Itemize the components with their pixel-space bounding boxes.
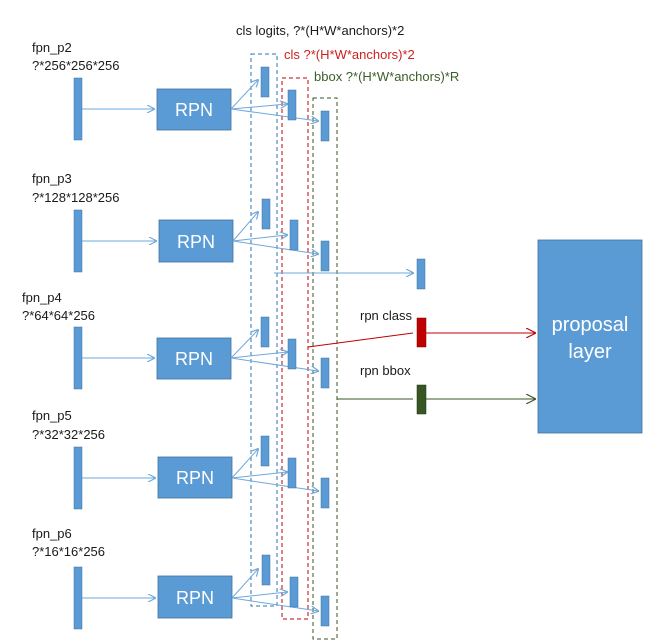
cls-bar xyxy=(289,576,299,608)
rpn-label: RPN xyxy=(176,588,214,608)
rpn-to-cls-arrow xyxy=(231,592,287,599)
level-shape: ?*256*256*256 xyxy=(32,58,119,73)
level-fpn-p3: fpn_p3 ?*128*128*256 RPN xyxy=(32,171,330,273)
feature-map-bar xyxy=(73,209,83,273)
level-shape: ?*128*128*256 xyxy=(32,190,119,205)
proposal-layer-block xyxy=(537,239,643,434)
cls-logits-bar xyxy=(260,435,270,467)
rpn-bbox-bar xyxy=(416,384,427,415)
cls-logits-bar xyxy=(261,554,271,586)
rpn-to-bbox-arrow xyxy=(230,357,318,371)
bbox-bar xyxy=(320,595,330,627)
proposal-label-line2: layer xyxy=(568,341,612,363)
level-shape: ?*64*64*256 xyxy=(22,308,95,323)
rpn-to-logits-arrow xyxy=(230,80,258,110)
level-fpn-p5: fpn_p5 ?*32*32*256 RPN xyxy=(32,408,330,510)
level-fpn-p2: fpn_p2 ?*256*256*256 RPN xyxy=(32,40,330,142)
feature-map-bar xyxy=(73,566,83,630)
cls-logits-bar xyxy=(261,198,271,230)
rpn-to-cls-arrow xyxy=(230,352,287,359)
cls-bar xyxy=(289,219,299,251)
rpn-to-logits-arrow xyxy=(231,449,258,479)
rpn-to-logits-arrow xyxy=(232,212,258,242)
bbox-label: bbox ?*(H*W*anchors)*R xyxy=(314,69,459,84)
rpn-block xyxy=(157,456,233,499)
proposal-label-line1: proposal xyxy=(552,314,629,336)
cls-bar xyxy=(287,89,297,121)
bbox-bar xyxy=(320,240,330,272)
rpn-label: RPN xyxy=(175,100,213,120)
level-shape: ?*16*16*256 xyxy=(32,544,105,559)
feature-map-bar xyxy=(73,326,83,390)
rpn-to-bbox-arrow xyxy=(231,597,318,611)
rpn-to-cls-arrow xyxy=(232,235,287,242)
cls-logits-bar xyxy=(260,316,270,348)
rpn-label: RPN xyxy=(175,349,213,369)
rpn-to-bbox-arrow xyxy=(230,108,318,121)
cls-logits-label: cls logits, ?*(H*W*anchors)*2 xyxy=(236,23,404,38)
cls-to-rpn-class-line xyxy=(307,332,414,348)
level-shape: ?*32*32*256 xyxy=(32,427,105,442)
rpn-block xyxy=(157,575,233,619)
cls-bar xyxy=(287,457,297,489)
rpn-class-bar xyxy=(416,317,427,348)
rpn-block xyxy=(158,219,234,263)
level-name: fpn_p6 xyxy=(32,526,72,541)
rpn-to-cls-arrow xyxy=(230,104,287,110)
bbox-group-box xyxy=(312,97,338,640)
rpn-to-bbox-arrow xyxy=(232,240,318,254)
level-fpn-p4: fpn_p4 ?*64*64*256 RPN xyxy=(22,290,330,390)
rpn-label: RPN xyxy=(176,468,214,488)
cls-bar xyxy=(287,338,297,370)
rpn-class-label: rpn class xyxy=(360,308,413,323)
rpn-block xyxy=(156,337,232,380)
cls-label: cls ?*(H*W*anchors)*2 xyxy=(284,47,415,62)
level-name: fpn_p2 xyxy=(32,40,72,55)
feature-map-bar xyxy=(73,446,83,510)
rpn-to-logits-arrow xyxy=(231,569,258,599)
rpn-label: RPN xyxy=(177,232,215,252)
bbox-bar xyxy=(320,357,330,389)
level-name: fpn_p3 xyxy=(32,171,72,186)
rpn-bbox-label: rpn bbox xyxy=(360,363,411,378)
level-fpn-p6: fpn_p6 ?*16*16*256 RPN xyxy=(32,526,330,630)
rpn-to-logits-arrow xyxy=(230,330,258,359)
bbox-bar xyxy=(320,477,330,509)
rpn-to-bbox-arrow xyxy=(231,477,318,491)
level-name: fpn_p5 xyxy=(32,408,72,423)
rpn-block xyxy=(156,88,232,131)
concat-bar xyxy=(416,258,426,290)
bbox-bar xyxy=(320,110,330,142)
cls-logits-bar xyxy=(260,66,270,98)
cls-logits-group-box xyxy=(250,53,278,607)
rpn-to-cls-arrow xyxy=(231,472,287,479)
level-name: fpn_p4 xyxy=(22,290,62,305)
feature-map-bar xyxy=(73,77,83,141)
